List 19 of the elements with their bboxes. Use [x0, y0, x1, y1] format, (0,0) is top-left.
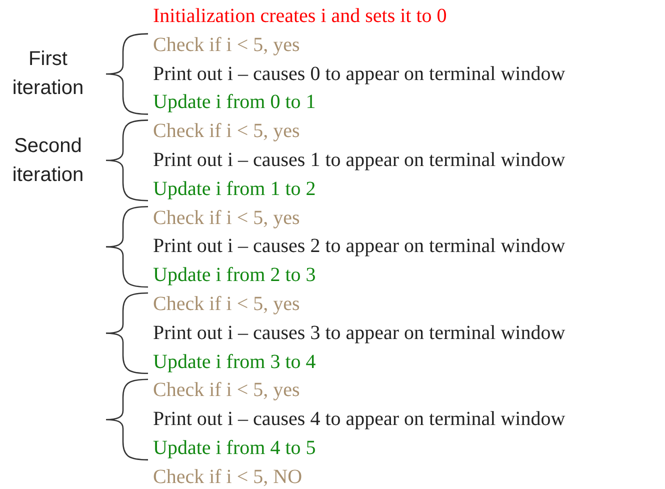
step-text: Print out i – causes 3 to appear on terminal window — [153, 320, 566, 345]
step-text: Update i from 2 to 3 — [153, 263, 316, 288]
step-text: Print out i – causes 4 to appear on terminal window — [153, 407, 566, 432]
step-text: Update i from 1 to 2 — [153, 176, 316, 201]
step-text: Print out i – causes 1 to appear on terminal window — [153, 148, 566, 172]
step-text: Check if i < 5, yes — [153, 292, 300, 316]
step-text: Check if i < 5, NO — [153, 464, 302, 489]
step-text: Check if i < 5, yes — [153, 378, 300, 402]
step-text: Update i from 4 to 5 — [153, 436, 316, 460]
step-text: Check if i < 5, yes — [153, 206, 300, 230]
step-text: Initialization creates i and sets it to 0 — [153, 4, 447, 28]
step-text: Check if i < 5, yes — [153, 32, 300, 57]
step-text: Print out i – causes 0 to appear on terminal window — [153, 62, 566, 86]
iteration-label: Second iteration — [11, 134, 85, 188]
step-text: Print out i – causes 2 to appear on terminal window — [153, 234, 566, 258]
step-text: Update i from 0 to 1 — [153, 90, 316, 114]
step-text: Check if i < 5, yes — [153, 119, 300, 144]
iteration-label: First iteration — [11, 47, 85, 102]
step-text: Update i from 3 to 4 — [153, 350, 316, 374]
